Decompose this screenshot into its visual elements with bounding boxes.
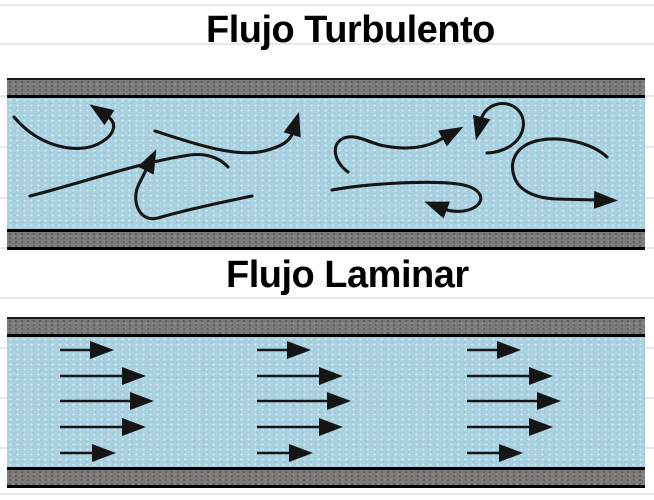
laminar-flow-title: Flujo Laminar <box>226 254 469 296</box>
turbulent-flow-title: Flujo Turbulento <box>206 9 495 51</box>
gridline <box>0 43 654 45</box>
turbulent-pipe-fluid <box>7 98 645 229</box>
gridline <box>0 493 654 495</box>
turbulent-pipe-wall-bottom <box>7 229 645 250</box>
turbulent-pipe <box>7 78 645 250</box>
laminar-pipe-fluid <box>7 337 645 467</box>
gridline <box>0 4 654 6</box>
laminar-pipe-wall-top <box>7 317 645 337</box>
laminar-pipe-wall-bottom <box>7 467 645 488</box>
gridline <box>0 297 654 299</box>
laminar-pipe <box>7 317 645 488</box>
turbulent-pipe-wall-top <box>7 78 645 98</box>
